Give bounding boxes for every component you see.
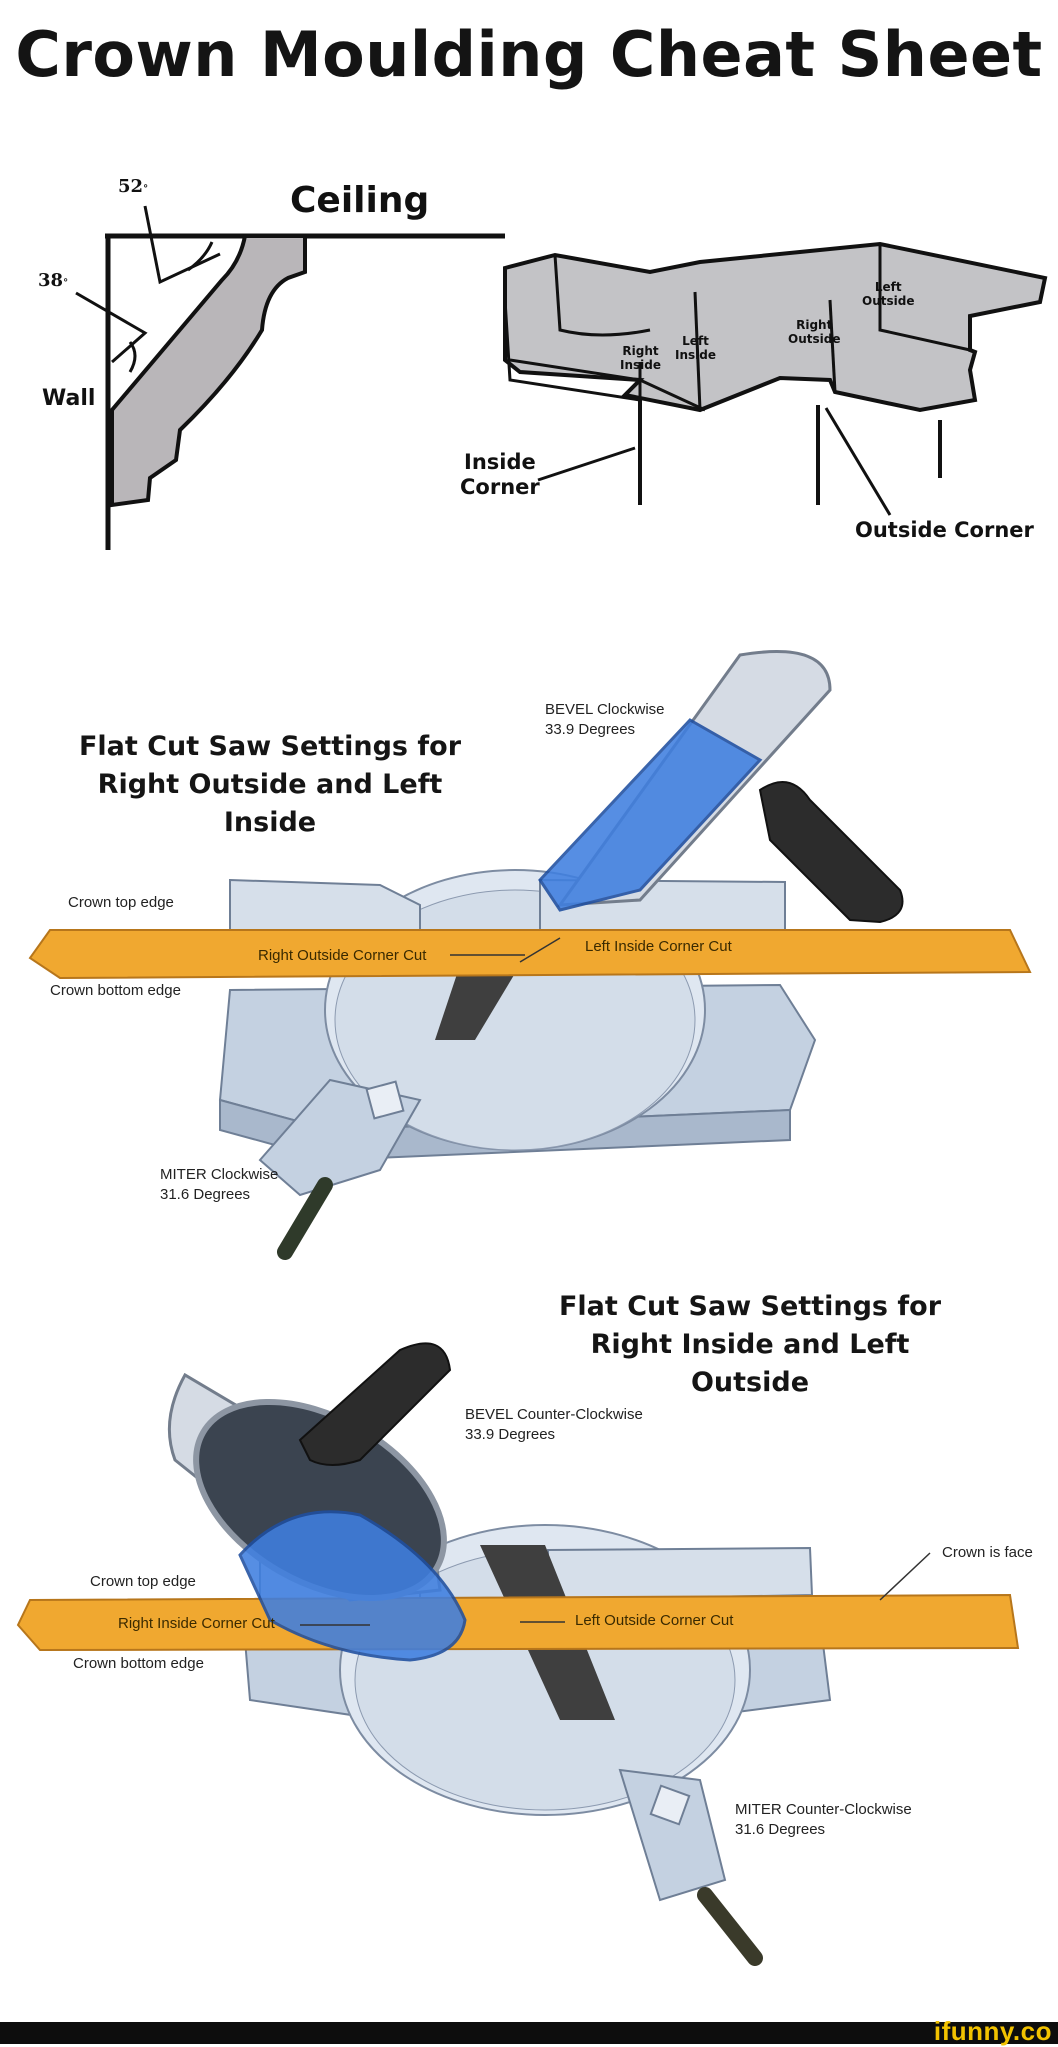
saw1-fence <box>229 878 421 937</box>
page-title: Crown Moulding Cheat Sheet <box>15 18 1043 91</box>
saw2-blade-guard <box>238 1510 467 1662</box>
crown-profile <box>110 234 307 508</box>
saw1-cut-right-label: Left Inside Corner Cut <box>585 938 732 955</box>
crown-profile-diagram <box>75 205 1048 550</box>
saw1-knob <box>277 1177 333 1260</box>
saw1-handle <box>758 781 904 924</box>
saw1-blade-guard <box>538 718 763 912</box>
saw1-plank <box>28 929 1032 980</box>
angle-52-label: 52° <box>118 176 149 197</box>
saw2-crown-face-label: Crown is face <box>942 1544 1033 1561</box>
saw2-crown-bottom-label: Crown bottom edge <box>73 1655 204 1672</box>
saw2-cut-left-label: Right Inside Corner Cut <box>118 1615 275 1632</box>
saw2-miter-arm <box>618 1768 727 1902</box>
saw2-knob <box>697 1887 763 1966</box>
ceiling-label: Ceiling <box>290 180 430 221</box>
angle-lines <box>143 205 221 285</box>
footer-bar: ifunny.co <box>0 2016 1058 2046</box>
saw2-handle <box>298 1342 452 1466</box>
saw1-crown-bottom-label: Crown bottom edge <box>50 982 181 999</box>
saw2-cut-right-label: Left Outside Corner Cut <box>575 1612 734 1629</box>
brand-watermark[interactable]: ifunny.co <box>933 2016 1052 2046</box>
saw2-fence <box>547 1546 814 1602</box>
saw1-cut-left-label: Right Outside Corner Cut <box>258 947 427 964</box>
saw1-crown-top-label: Crown top edge <box>68 894 174 911</box>
angle-38-label: 38° <box>38 270 69 291</box>
wall-label: Wall <box>42 386 96 411</box>
saw2-crown-top-label: Crown top edge <box>90 1573 196 1590</box>
outside-corner-label: Outside Corner <box>855 518 1034 542</box>
